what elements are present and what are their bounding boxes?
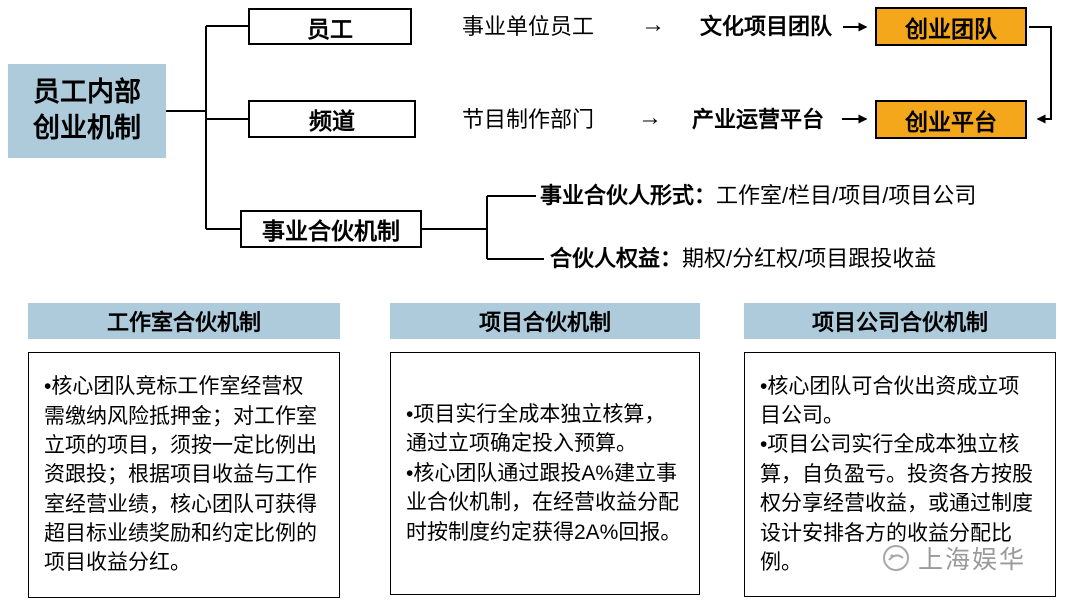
watermark: 上海娱华 [880,540,1026,576]
card-company-paragraph: •项目公司实行全成本独立核算，自负盈亏。投资各方按股权分享经营收益，或通过制度设… [760,433,1033,574]
partner-form-label: 事业合伙人形式： [540,183,717,208]
flow2-target-node: 创业平台 [875,100,1027,139]
card-project-paragraph: •核心团队通过跟投A%建立事业合伙机制，在经营收益分配时按制度约定获得2A%回报… [406,461,682,544]
card-project-header: 项目合伙机制 [390,303,700,339]
partner-form-line: 事业合伙人形式：工作室/栏目/项目/项目公司 [540,182,976,210]
flow1-arrow-icon: → [641,11,665,38]
partner-rights-value: 期权/分红权/项目跟投收益 [682,246,937,271]
card-project-paragraph: •项目实行全成本独立核算，通过立项确定投入预算。 [406,403,666,456]
root-node: 员工内部 创业机制 [8,64,166,158]
card-project-body: •项目实行全成本独立核算，通过立项确定投入预算。 •核心团队通过跟投A%建立事业… [390,352,700,595]
partner-rights-label: 合伙人权益： [550,246,683,271]
card-studio-body: •核心团队竞标工作室经营权需缴纳风险抵押金；对工作室立项的项目，须按一定比例出资… [28,352,340,598]
flow1-source-label: 事业单位员工 [462,14,595,39]
flow1-target-node: 创业团队 [875,7,1027,46]
flow2-middle-label: 产业运营平台 [692,107,825,132]
branch-node-partnership: 事业合伙机制 [240,210,422,248]
flow1-middle-label: 文化项目团队 [700,14,833,39]
card-company-paragraph: •核心团队可合伙出资成立项目公司。 [760,374,1020,428]
card-studio-header: 工作室合伙机制 [28,303,340,339]
card-company-body: •核心团队可合伙出资成立项目公司。 •项目公司实行全成本独立核算，自负盈亏。投资… [744,352,1056,597]
flow2-arrow-icon: → [638,104,662,131]
watermark-text: 上海娱华 [918,546,1027,574]
flow2-source-label: 节目制作部门 [462,107,595,132]
partner-form-value: 工作室/栏目/项目/项目公司 [716,183,977,208]
watermark-logo-icon [883,545,909,571]
branch-node-channel: 频道 [248,100,416,138]
card-company-header: 项目公司合伙机制 [744,303,1056,339]
card-studio-paragraph: •核心团队竞标工作室经营权需缴纳风险抵押金；对工作室立项的项目，须按一定比例出资… [44,375,317,575]
partner-rights-line: 合伙人权益：期权/分红权/项目跟投收益 [550,245,936,273]
branch-node-employee: 员工 [248,8,412,45]
